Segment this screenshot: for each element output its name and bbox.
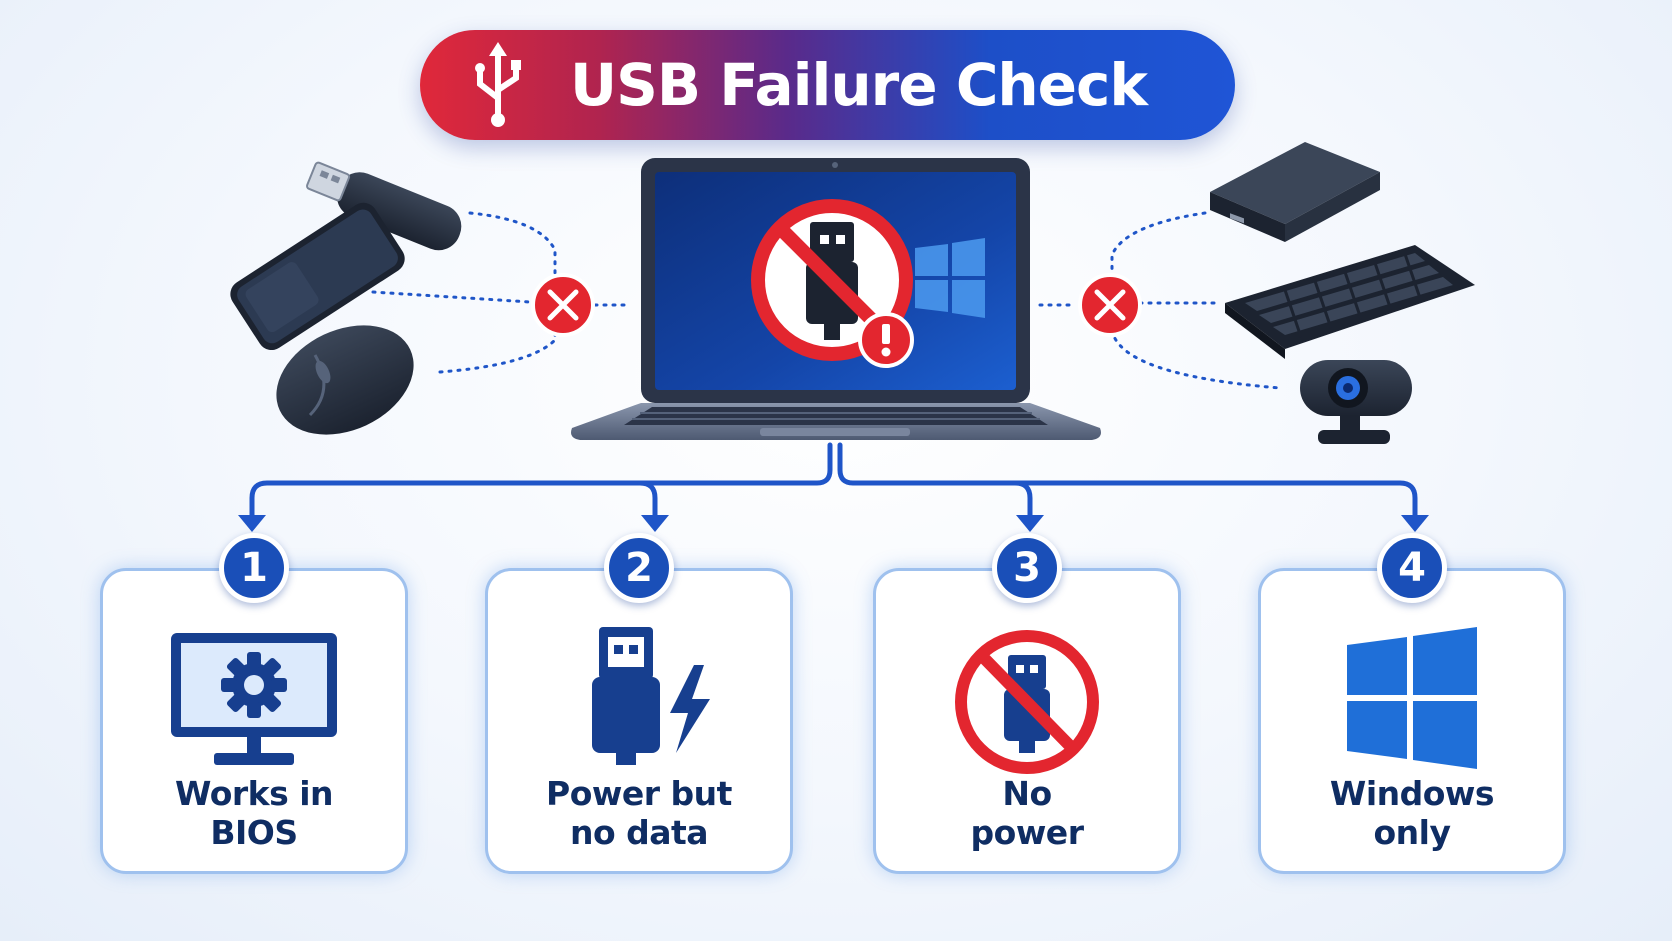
card-power-but-no-data: 2 Power but no data	[485, 533, 793, 874]
title-banner: USB Failure Check	[420, 30, 1235, 140]
x-error-icon-left	[531, 273, 595, 337]
x-error-icon-right	[1078, 273, 1142, 337]
left-connectors	[371, 211, 632, 374]
usb-prohibited-icon	[955, 630, 1099, 774]
card-label-1: Works in BIOS	[174, 774, 334, 852]
card-windows-only: 4 Windows only	[1258, 533, 1566, 874]
flow-arrows	[249, 442, 1418, 523]
step-badge-2: 2	[604, 533, 674, 603]
arrow-heads	[238, 515, 1429, 532]
card-label-4: Windows only	[1329, 774, 1495, 852]
external-hard-drive-icon	[1210, 142, 1380, 242]
windows-screen-logo	[915, 238, 985, 318]
laptop-icon	[571, 158, 1101, 440]
card-label-3: No power	[970, 774, 1084, 852]
windows-logo-icon	[1347, 627, 1477, 769]
step-badge-4: 4	[1377, 533, 1447, 603]
card-works-in-bios: 1 Works in BIOS	[100, 533, 408, 874]
usb-symbol-icon	[475, 42, 521, 127]
card-no-power: 3 No power	[873, 533, 1181, 874]
card-label-2: Power but no data	[546, 774, 732, 852]
step-badge-3: 3	[992, 533, 1062, 603]
step-badge-1: 1	[219, 533, 289, 603]
mouse-icon	[276, 325, 414, 435]
warning-exclamation-icon	[858, 312, 914, 368]
page-title: USB Failure Check	[570, 51, 1148, 119]
webcam-icon	[1300, 360, 1412, 444]
monitor-gear-icon	[171, 633, 337, 765]
usb-flash-drive-icon	[306, 161, 462, 251]
keyboard-icon	[1225, 245, 1475, 359]
usb-plug-lightning-icon	[592, 627, 710, 765]
smartphone-icon	[230, 202, 405, 351]
right-connectors	[1038, 211, 1282, 390]
